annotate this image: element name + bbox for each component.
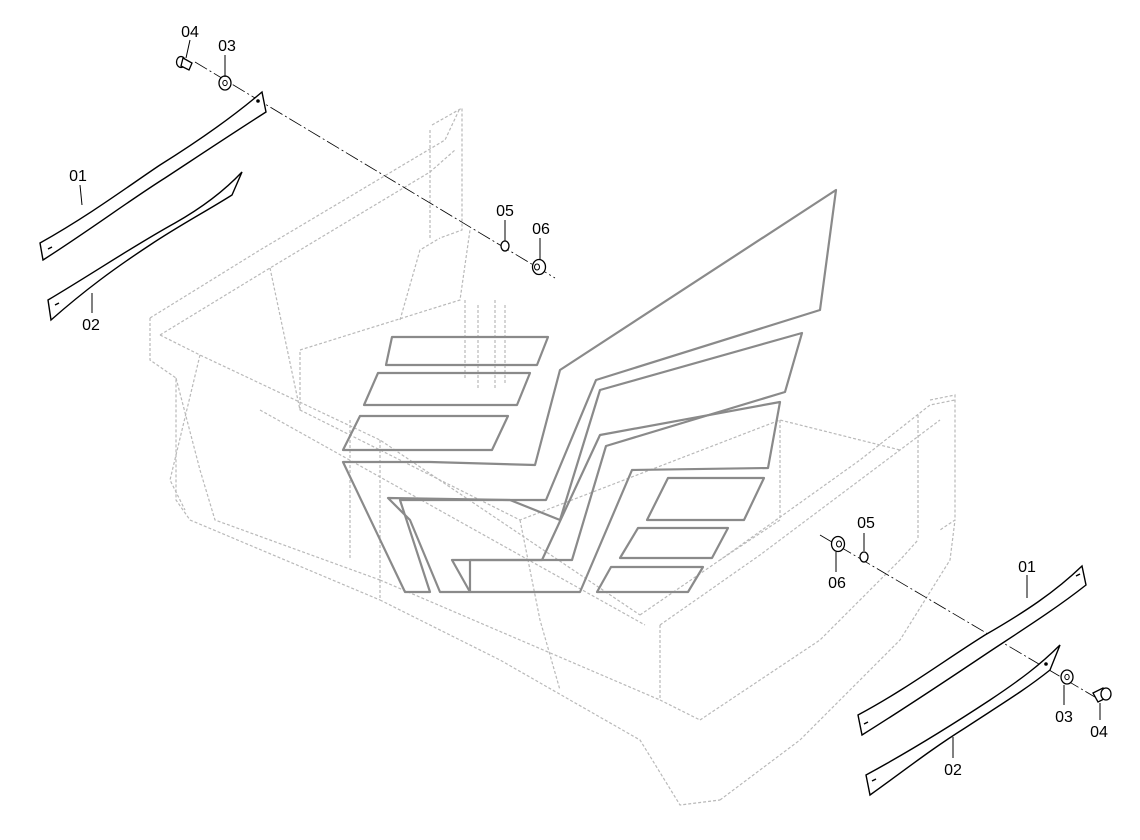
body-frame-drawing xyxy=(149,106,956,806)
callout-02-top: 02 xyxy=(82,317,100,334)
callout-05-top: 05 xyxy=(496,203,514,220)
trim-strip-02-bottom xyxy=(865,644,1061,797)
trim-strip-01-top xyxy=(39,90,267,262)
callout-04-top: 04 xyxy=(181,24,199,41)
washer-05-top xyxy=(500,240,510,252)
callout-04-bottom: 04 xyxy=(1090,724,1108,741)
nut-06-bottom xyxy=(830,535,846,553)
callout-03-top: 03 xyxy=(218,38,236,55)
trim-strip-02-top xyxy=(47,171,243,322)
watermark-logo xyxy=(341,188,838,594)
callout-01-top: 01 xyxy=(69,168,87,185)
trim-strip-01-bottom xyxy=(857,564,1087,737)
callout-06-top: 06 xyxy=(532,221,550,238)
top-left-part-group: 04 03 01 02 05 06 xyxy=(39,24,550,334)
bolt-04-top xyxy=(175,55,193,71)
callout-01-bottom: 01 xyxy=(1018,559,1036,576)
washer-05-bottom xyxy=(859,551,869,563)
bolt-04-bottom xyxy=(1092,687,1112,703)
callout-03-bottom: 03 xyxy=(1055,709,1073,726)
callout-05-bottom: 05 xyxy=(857,515,875,532)
bottom-right-part-group: 05 06 01 03 04 02 xyxy=(828,515,1112,797)
callout-02-bottom: 02 xyxy=(944,762,962,779)
assembly-axes xyxy=(194,61,1101,701)
nut-06-top xyxy=(531,258,547,276)
callout-06-bottom: 06 xyxy=(828,575,846,592)
